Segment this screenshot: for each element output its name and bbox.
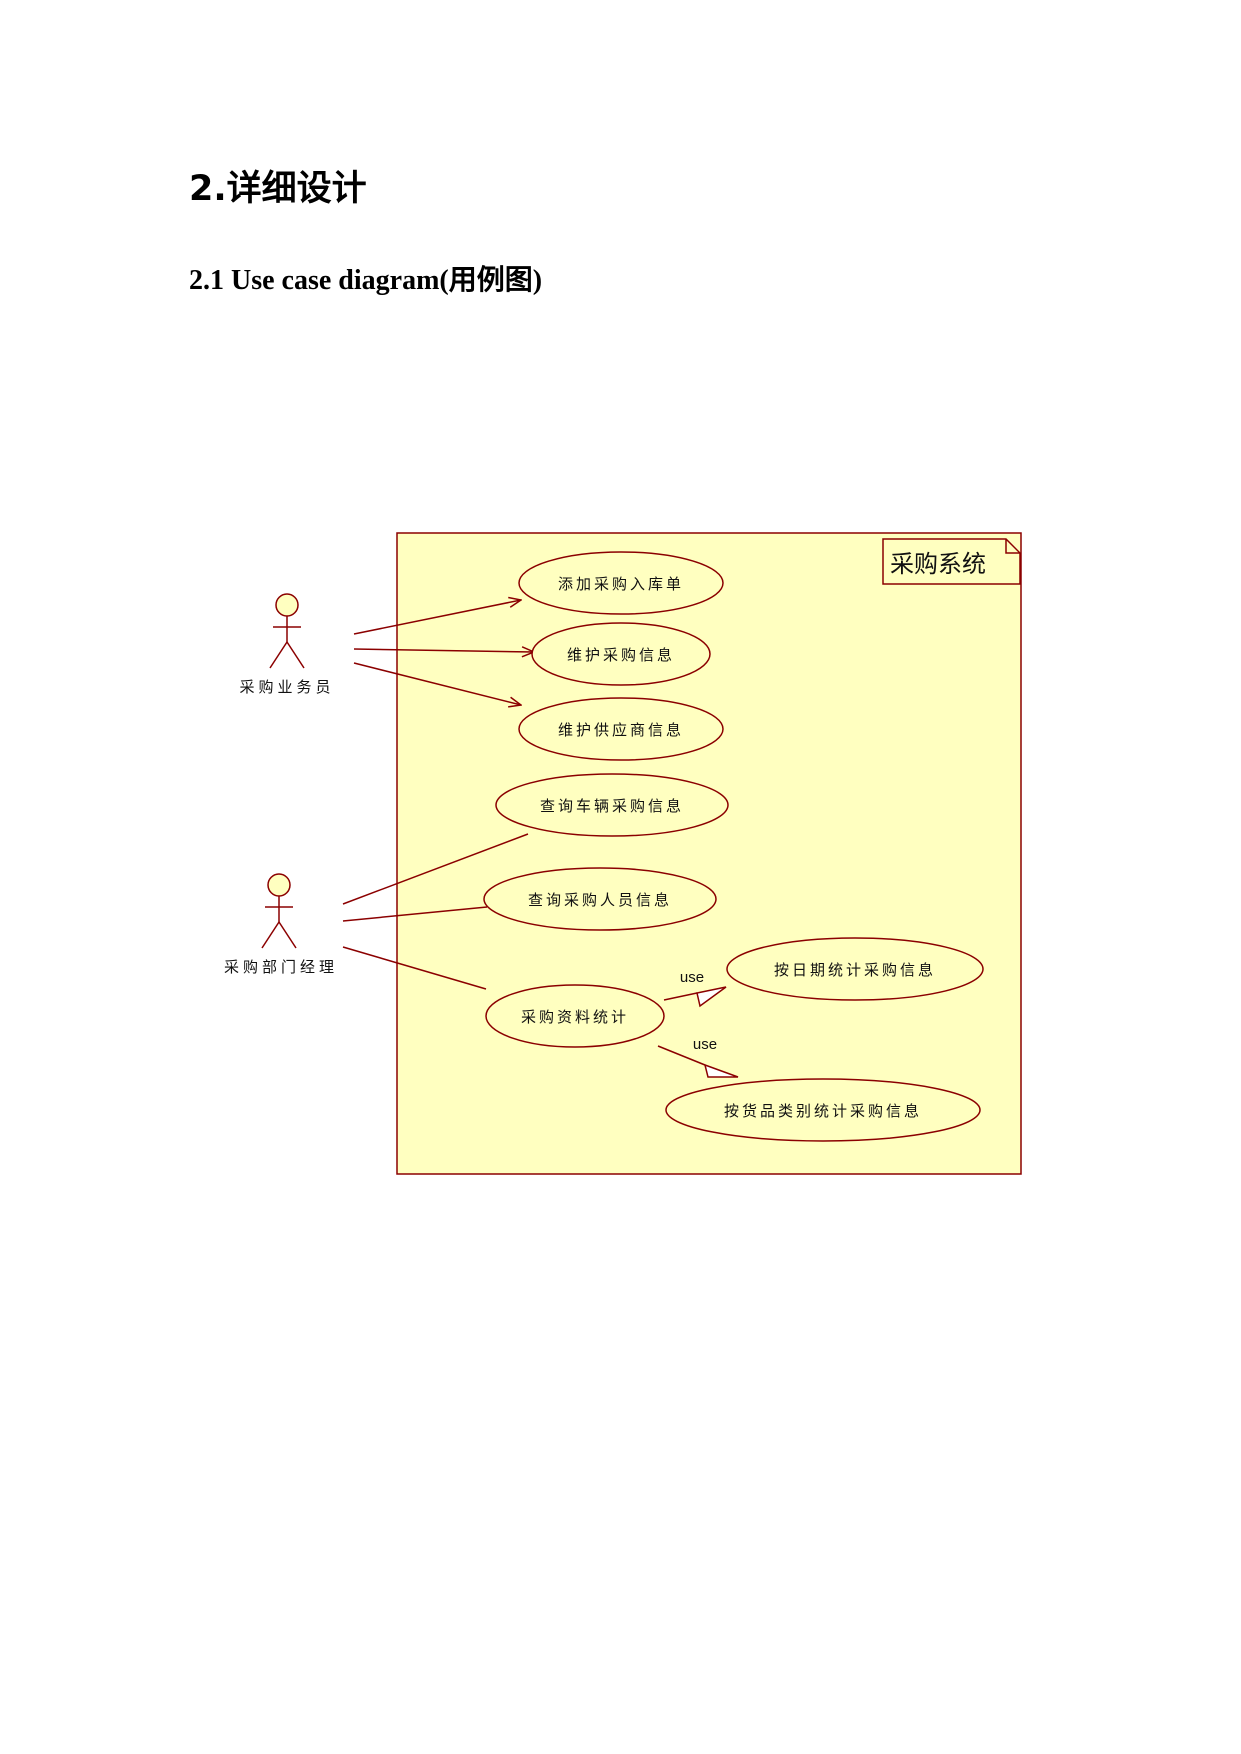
use-case-add-order-label: 添加采购入库单 [558, 575, 684, 593]
use-case-statistics [485, 984, 665, 1048]
association-maintain-supplier [353, 662, 521, 705]
use-label-1: use [680, 969, 704, 986]
actor-head [275, 593, 299, 617]
use-case-maintain-supplier [518, 697, 724, 761]
actor-manager [261, 873, 297, 949]
use-case-by-category [665, 1078, 981, 1142]
actor-salesman [269, 593, 305, 669]
use-case-by-category-label: 按货品类别统计采购信息 [724, 1102, 922, 1120]
use-label-2: use [693, 1036, 717, 1053]
actor-salesman-label: 采购业务员 [239, 678, 334, 696]
use-case-statistics-label: 采购资料统计 [521, 1008, 629, 1026]
use-relation-by-date [663, 986, 727, 1008]
actor-manager-label: 采购部门经理 [224, 958, 338, 976]
association-add-order [353, 600, 521, 635]
system-note: 采购系统 [882, 538, 1021, 585]
actor-head [267, 873, 291, 897]
use-case-query-vehicle-label: 查询车辆采购信息 [540, 797, 684, 815]
subsection-heading: 2.1 Use case diagram(用例图) [189, 265, 543, 296]
use-case-query-staff [483, 867, 717, 931]
system-boundary [396, 532, 1022, 1175]
association-query-staff [342, 906, 488, 922]
use-relation-by-category [657, 1045, 739, 1078]
association-statistics [342, 946, 487, 990]
use-case-maintain-purchase-label: 维护采购信息 [567, 646, 675, 664]
use-case-by-date [726, 937, 984, 1001]
use-case-maintain-purchase [531, 622, 711, 686]
use-case-query-staff-label: 查询采购人员信息 [528, 891, 672, 909]
association-query-vehicle [342, 833, 529, 905]
use-case-query-vehicle [495, 773, 729, 837]
use-case-maintain-supplier-label: 维护供应商信息 [558, 721, 684, 739]
use-case-add-order [518, 551, 724, 615]
section-heading: 2.详细设计 [189, 169, 367, 209]
use-case-by-date-label: 按日期统计采购信息 [774, 961, 936, 979]
association-maintain-purchase [353, 649, 534, 652]
system-name: 采购系统 [890, 550, 986, 578]
